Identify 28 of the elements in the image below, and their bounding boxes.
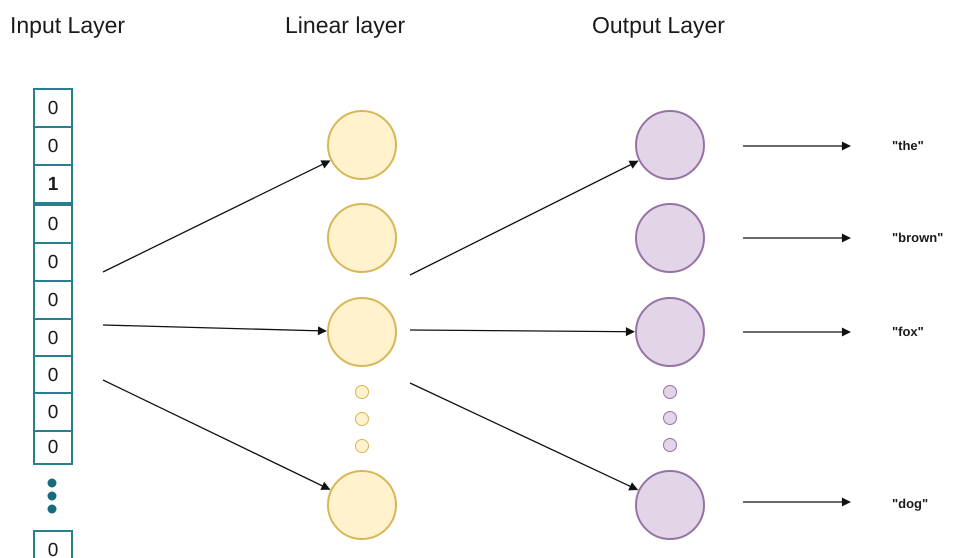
vector-cell: 0 [33,242,73,282]
vector-cell: 1 [33,164,73,204]
arrow [410,327,635,336]
arrow [102,160,330,273]
vector-cell: 0 [33,88,73,128]
arrow [743,498,851,506]
arrow [410,382,638,490]
vector-cell: 0 [33,280,73,320]
arrow [743,142,851,150]
layer-heading: Input Layer [10,12,126,39]
arrow [743,328,851,336]
arrow [102,379,330,490]
vector-cell: 0 [33,430,73,465]
vector-cell: 0 [33,355,73,395]
layer-heading: Linear layer [285,12,406,39]
output-word: "brown" [892,230,944,245]
output-word: "fox" [892,324,924,339]
vector-cell: 0 [33,126,73,166]
vector-cell: 0 [33,530,73,558]
layer-heading: Output Layer [592,12,725,39]
vector-cell: 0 [33,204,73,244]
arrow [410,160,639,276]
vector-cell: 0 [33,392,73,432]
arrow [102,324,327,336]
output-word: "dog" [892,496,928,511]
output-word: "the" [892,138,924,153]
vector-cell: 0 [33,318,73,358]
arrow [743,234,851,242]
